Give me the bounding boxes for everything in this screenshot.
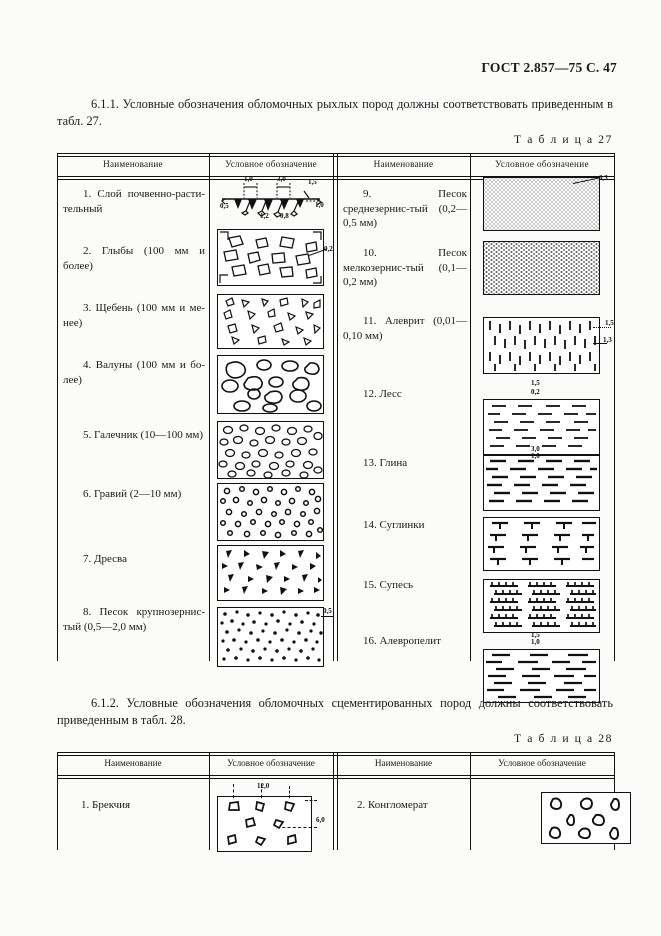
table-27-header-symbol-right: Условное обозначение — [495, 159, 589, 169]
dim-1-2: 1,2 — [260, 212, 269, 220]
row-label-4: 4. Валуны (100 мм и бо-лее) — [63, 359, 205, 386]
symbol-valuny — [217, 355, 329, 415]
paragraph-6-1-2: 6.1.2. Условные обозначения обломочных с… — [57, 696, 613, 728]
dim-alevrit-1: 1,5 — [605, 319, 614, 327]
dim-1-0: 1,0 — [244, 175, 253, 183]
row-label-3: 3. Щебень (100 мм и ме-нее) — [63, 302, 205, 329]
paragraph-6-1-1: 6.1.1. Условные обозначения обломочных р… — [57, 97, 613, 129]
table-28-caption: Т а б л и ц а 28 — [514, 732, 613, 745]
table-27-header-symbol-left: Условное обозначение — [225, 159, 317, 169]
symbol-clay: 3,0 1,0 — [483, 445, 613, 515]
symbol-graviy — [217, 483, 329, 543]
dim-0-5: 0,5 — [220, 202, 229, 210]
row-label-14: 14. Суглинки — [363, 519, 425, 531]
table-27: Наименование Условное обозначение Наимен… — [57, 153, 615, 703]
table-28-header-name-right: Наименование — [374, 758, 433, 768]
row-label-1: 1. Слой почвенно-расти-тельный — [63, 188, 205, 215]
dim-3-0: 3,0 — [277, 175, 286, 183]
row-label-breccia: 1. Брекчия — [81, 799, 131, 811]
row-label-8: 8. Песок крупнозернис-тый (0,5—2,0 мм) — [63, 606, 205, 633]
table-27-header-name-left: Наименование — [103, 159, 163, 169]
dim-alevrit-2: 1,3 — [603, 336, 612, 344]
row-label-2: 2. Глыбы (100 мм и более) — [63, 245, 205, 272]
row-label-13: 13. Глина — [363, 457, 408, 469]
dim-clay-2: 1,0 — [531, 452, 540, 460]
row-label-11: 11. Алеврит (0,01—0,10 мм) — [343, 315, 467, 342]
dim-sand-coarse: 0,5 — [323, 607, 332, 615]
row-label-9: 9. Песок среднезернис-тый (0,2—0,5 мм) — [343, 188, 467, 230]
row-label-6: 6. Гравий (2—10 мм) — [83, 488, 182, 500]
dim-0-2: 0,2 — [324, 245, 333, 253]
symbol-breccia: 12,0 6,0 — [217, 782, 337, 852]
symbol-loam — [483, 517, 613, 575]
symbol-sand-fine — [483, 241, 613, 299]
row-label-conglomerate: 2. Конгломерат — [357, 799, 428, 811]
dim-breccia-1: 12,0 — [257, 782, 270, 790]
symbol-glyby: 0,2 — [217, 229, 333, 287]
dim-1-0b: 1,0 — [315, 201, 324, 209]
table-27-caption: Т а б л и ц а 27 — [514, 133, 613, 146]
row-label-7: 7. Дресва — [83, 553, 127, 565]
symbol-galechnik — [217, 421, 329, 481]
row-label-16: 16. Алевропелит — [363, 635, 441, 647]
dim-sand-medium: 0,3 — [599, 174, 608, 182]
dim-0-8: 0,8 — [280, 212, 289, 220]
row-label-15: 15. Супесь — [363, 579, 414, 591]
table-28: Наименование Условное обозначение Наимен… — [57, 752, 631, 852]
row-label-5: 5. Галечник (10—100 мм) — [83, 429, 204, 441]
symbol-sand-medium: 0,3 — [483, 174, 613, 233]
symbol-dresva — [217, 545, 329, 603]
dim-breccia-2: 6,0 — [316, 816, 325, 824]
symbol-aleuropelite: 1,5 1,0 — [483, 631, 613, 707]
symbol-schcheben — [217, 294, 329, 350]
dim-clay-1: 3,0 — [531, 445, 540, 453]
symbol-alevrit: 1,5 1,3 — [483, 305, 623, 377]
symbol-conglomerate — [541, 792, 636, 848]
symbol-sandy-loam — [483, 579, 613, 635]
standard-header: ГОСТ 2.857—75 С. 47 — [481, 60, 617, 75]
dim-loess-1: 1,5 — [531, 379, 540, 387]
dim-loess-2: 0,2 — [531, 388, 540, 396]
table-27-header-name-right: Наименование — [373, 159, 434, 169]
table-28-header-symbol-right: Условное обозначение — [498, 758, 586, 768]
symbol-soil-layer: 1,0 3,0 1,5 0,5 1,0 1,2 0,8 — [220, 175, 325, 221]
row-label-10: 10. Песок мелкозернис-тый (0,1—0,2 мм) — [343, 247, 467, 289]
table-28-header-name-left: Наименование — [104, 758, 162, 768]
dim-aleuro-1: 1,5 — [531, 631, 540, 639]
symbol-sand-coarse: 0,5 — [217, 607, 337, 669]
dim-1-5: 1,5 — [308, 178, 317, 186]
dim-aleuro-2: 1,0 — [531, 638, 540, 646]
symbol-loess: 1,5 0,2 — [483, 379, 613, 455]
row-label-12: 12. Лесс — [363, 388, 402, 400]
table-28-header-symbol-left: Условное обозначение — [227, 758, 315, 768]
